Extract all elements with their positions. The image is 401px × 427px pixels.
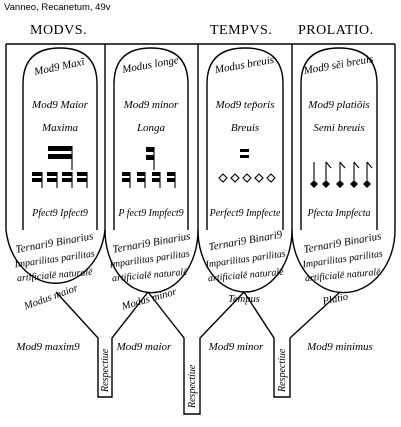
perfection-label: Pfecta Impfecta [306, 208, 370, 219]
mode-lower-label: Tempus [228, 294, 260, 305]
mode-bottom-label: Mod9 minimus [306, 341, 373, 353]
arch-label: Mod9 sẽi breuis [302, 53, 374, 77]
column-semibreuis: Mod9 sẽi breuis Mod9 platiõis Semi bre… [300, 47, 378, 230]
respective-label-1: Respectiue [100, 348, 111, 393]
figure-caption: Vanneo, Recanetum, 49v [4, 2, 111, 13]
header-modus: MODVS. [30, 23, 87, 38]
note-name: Longa [136, 122, 166, 134]
column-title: Mod9 platiõis [307, 99, 369, 111]
mode-bottom-label: Mod9 minor [208, 341, 264, 353]
column-title: Mod9 tep̃oris [215, 99, 275, 111]
header-prolatio: PROLATIO. [298, 23, 374, 38]
lower-bowls [5, 229, 396, 294]
column-title: Mod9 Maior [31, 99, 89, 111]
column-maxima: Mod9 Maxĩ Mod9 Maior Maxima Pfect9 Ipfe… [22, 47, 98, 230]
semibreuis-notes-icon [310, 161, 373, 188]
mode-bottom-label: Mod9 maxim9 [15, 341, 80, 353]
column-breuis: Modus breuis Mod9 tep̃oris Breuis Perfec… [206, 47, 284, 230]
perfection-label: Pfect9 Ipfect9 [31, 208, 88, 219]
note-name: Semi breuis [313, 122, 364, 134]
respective-label-2: Respectiue [187, 364, 198, 409]
perfection-label: P fect9 Impfect9 [117, 208, 183, 219]
breuis-notes-icon [218, 149, 276, 183]
arch-label: Modus breuis [213, 54, 275, 76]
artificial-label: artificialē naturalē [208, 267, 285, 285]
note-name: Maxima [41, 122, 79, 134]
arch-label: Mod9 Maxĩ [32, 55, 87, 78]
bowl-4: Ternari9 Binarius Imparilitas parilitas … [301, 230, 384, 308]
header-tempus: TEMPVS. [210, 23, 272, 38]
lower-connectors [55, 291, 341, 415]
respective-label-3: Respectiue [277, 348, 288, 393]
artificial-label: artificialē naturalē [17, 267, 94, 285]
column-title: Mod9 minor [123, 99, 179, 111]
perfection-label: Perfect9 Impfecte [209, 208, 281, 219]
arch-label: Modus longe [120, 54, 179, 76]
mode-lower-label: Modus minor [120, 286, 179, 313]
artificial-label: artificialē naturalē [305, 267, 382, 285]
bowl-2: Ternari9 Binarius Imparilitas parilitas … [108, 230, 191, 313]
mode-bottom-label: Mod9 maior [116, 341, 172, 353]
column-longa: Modus longe Mod9 minor Longa P fect9 Imp… [113, 47, 189, 230]
maxima-notes-icon [32, 146, 88, 188]
longa-notes-icon [122, 147, 176, 188]
note-name: Breuis [231, 122, 259, 134]
column-frames [5, 43, 396, 230]
